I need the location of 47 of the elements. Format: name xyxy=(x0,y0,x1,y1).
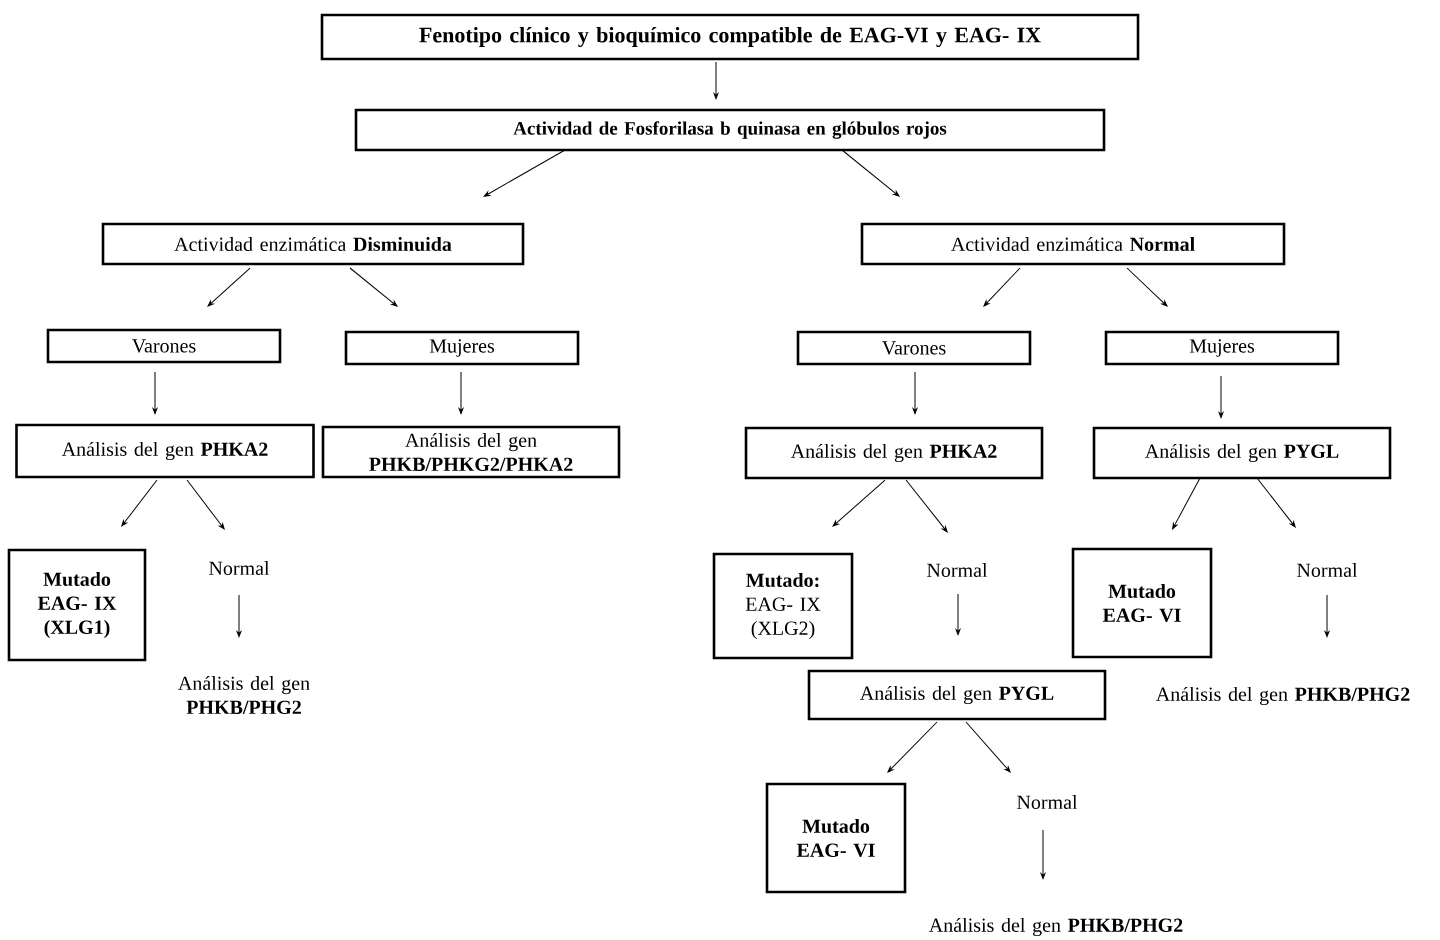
result-text: Normal xyxy=(209,560,270,576)
arrow xyxy=(349,267,398,307)
process-box: Mutado EAG- VI xyxy=(765,782,907,894)
result-text: Análisis del gen PHKB/PHG2 xyxy=(178,675,310,715)
arrow xyxy=(1256,477,1296,528)
process-box: Análisis del gen PHKB/PHKG2/PHKA2 xyxy=(321,425,621,479)
result-text: Normal xyxy=(1017,794,1078,810)
arrow xyxy=(1324,594,1330,638)
arrow xyxy=(186,479,225,530)
process-box: Análisis del gen PHKA2 xyxy=(744,426,1044,480)
process-box: Varones xyxy=(796,330,1032,366)
arrow xyxy=(965,721,1011,773)
arrow xyxy=(983,267,1021,307)
result-text: Análisis del gen PHKB/PHG2 xyxy=(1156,686,1410,706)
arrow xyxy=(832,479,886,527)
process-box: Mujeres xyxy=(1104,330,1340,366)
result-text: Análisis del gen PHKB/PHG2 xyxy=(929,917,1183,937)
process-box: Actividad enzimática Normal xyxy=(860,222,1286,266)
process-box: Análisis del gen PYGL xyxy=(807,669,1107,721)
arrow xyxy=(121,479,158,527)
process-box: Análisis del gen PYGL xyxy=(1092,426,1392,480)
arrow xyxy=(236,594,242,638)
arrow xyxy=(152,371,158,415)
arrow xyxy=(207,267,251,307)
process-box: Actividad de Fosforilasa b quinasa en glóbulos rojos xyxy=(354,108,1106,152)
process-box: Mutado EAG- IX (XLG1) xyxy=(7,548,147,662)
arrow xyxy=(1040,829,1046,880)
arrow xyxy=(458,371,464,415)
arrow xyxy=(912,371,918,415)
process-box: Mutado: EAG- IX (XLG2) xyxy=(712,552,854,660)
process-box: Fenotipo clínico y bioquímico compatible de EAG-VI y EAG- IX xyxy=(320,13,1140,61)
result-text: Normal xyxy=(927,562,988,578)
process-box: Mujeres xyxy=(344,330,580,366)
arrow xyxy=(713,61,719,100)
arrow xyxy=(1172,477,1201,530)
process-box: Varones xyxy=(46,328,282,364)
arrow xyxy=(887,721,938,773)
process-box: Análisis del gen PHKA2 xyxy=(15,423,315,479)
arrow xyxy=(905,479,948,533)
process-box: Mutado EAG- VI xyxy=(1071,547,1213,659)
arrow xyxy=(955,593,961,636)
arrow xyxy=(483,149,566,197)
arrow xyxy=(841,149,900,197)
result-text: Normal xyxy=(1297,562,1358,578)
arrow xyxy=(1218,375,1224,419)
arrow xyxy=(1126,267,1168,307)
process-box: Actividad enzimática Disminuida xyxy=(101,222,525,266)
